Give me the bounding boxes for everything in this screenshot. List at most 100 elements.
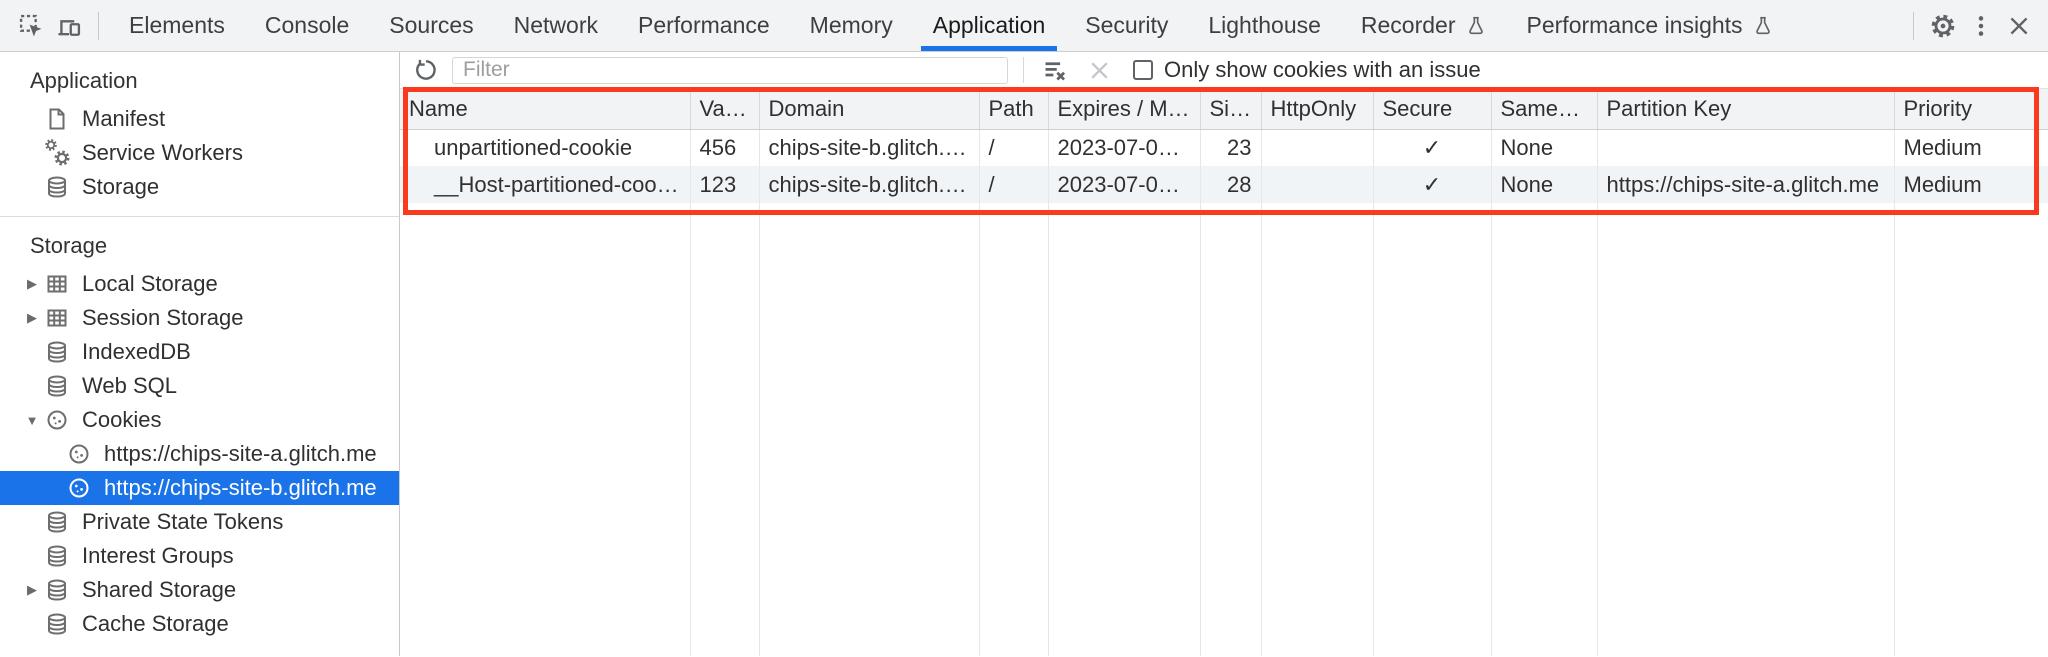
sidebar-item-cookies-chips-site-a[interactable]: https://chips-site-a.glitch.me <box>0 437 399 471</box>
sidebar-item-manifest[interactable]: Manifest <box>0 102 399 136</box>
table-icon <box>44 271 70 297</box>
tab-performance[interactable]: Performance <box>638 12 770 38</box>
panel-tabs: Elements Console Sources Network Perform… <box>109 0 1794 51</box>
cell-expires[interactable]: 2023-07-07… <box>1048 129 1201 166</box>
sidebar-item-cookies[interactable]: ▼ Cookies <box>0 403 399 437</box>
divider <box>1023 57 1024 83</box>
only-issue-checkbox[interactable] <box>1133 60 1153 80</box>
sidebar-item-session-storage[interactable]: ▶ Session Storage <box>0 301 399 335</box>
cookie-icon <box>66 441 92 467</box>
tab-console[interactable]: Console <box>264 12 350 38</box>
database-icon <box>44 174 70 200</box>
gears-icon <box>44 139 70 166</box>
tab-sources[interactable]: Sources <box>389 12 474 38</box>
cell-domain[interactable]: chips-site-b.glitch.me <box>759 129 980 166</box>
sidebar-item-web-sql[interactable]: Web SQL <box>0 369 399 403</box>
chevron-right-icon[interactable]: ▶ <box>27 310 37 325</box>
tab-application[interactable]: Application <box>913 0 1066 51</box>
cell-name[interactable]: unpartitioned-cookie <box>400 129 691 166</box>
clear-all-cookies-icon[interactable] <box>1039 55 1069 85</box>
cell-priority[interactable]: Medium <box>1903 134 1982 160</box>
devtools-tabbar: Elements Console Sources Network Perform… <box>0 0 2048 52</box>
col-priority[interactable]: Priority <box>1894 89 2048 130</box>
col-samesite[interactable]: SameSite <box>1491 89 1598 130</box>
cookie-row-unpartitioned[interactable]: unpartitioned-cookie 456 chips-site-b.gl… <box>400 129 2048 166</box>
cell-httponly[interactable] <box>1261 129 1374 166</box>
cell-path[interactable]: / <box>979 129 1049 166</box>
col-expires[interactable]: Expires / M… <box>1048 89 1201 130</box>
cell-samesite[interactable]: None <box>1491 129 1598 166</box>
sidebar-item-storage[interactable]: Storage <box>0 170 399 204</box>
tab-elements[interactable]: Elements <box>129 12 225 38</box>
file-icon <box>44 106 70 132</box>
cell-value[interactable]: 123 <box>690 166 760 203</box>
cell-secure-checkmark[interactable]: ✓ <box>1373 166 1492 203</box>
section-title-application: Application <box>30 68 138 93</box>
cell-partition-key[interactable]: https://chips-site-a.glitch.me <box>1597 166 1895 203</box>
cell-expires[interactable]: 2023-07-07… <box>1048 166 1201 203</box>
sidebar-item-indexeddb[interactable]: IndexedDB <box>0 335 399 369</box>
col-partition-key[interactable]: Partition Key <box>1597 89 1895 130</box>
section-title-storage: Storage <box>30 233 108 258</box>
tab-network[interactable]: Network <box>513 12 598 38</box>
filter-input[interactable] <box>452 56 1008 84</box>
sidebar-item-service-workers[interactable]: Service Workers <box>0 136 399 170</box>
sidebar-item-cache-storage[interactable]: Cache Storage <box>0 607 399 641</box>
col-secure[interactable]: Secure <box>1373 89 1492 130</box>
cell-priority[interactable]: Medium <box>1894 166 2048 203</box>
database-icon <box>44 509 70 535</box>
application-panel: Application Manifest <box>0 52 2048 656</box>
refresh-icon[interactable] <box>408 52 444 88</box>
cell-value[interactable]: 456 <box>690 129 760 166</box>
delete-selected-icon[interactable] <box>1085 56 1113 84</box>
tabbar-right-controls <box>1903 7 2048 45</box>
cell-secure-checkmark[interactable]: ✓ <box>1373 129 1492 166</box>
header-row: Name Value Domain Path Expires / M… Size… <box>400 89 2048 130</box>
tab-memory[interactable]: Memory <box>809 12 893 38</box>
toggle-device-toolbar-icon[interactable] <box>50 7 88 45</box>
cell-httponly[interactable] <box>1261 166 1374 203</box>
col-size[interactable]: Size <box>1200 89 1262 130</box>
divider <box>0 216 399 217</box>
cell-samesite[interactable]: None <box>1491 166 1598 203</box>
cell-size[interactable]: 28 <box>1200 166 1262 203</box>
cell-partition-key[interactable] <box>1597 129 1895 166</box>
sidebar-item-shared-storage[interactable]: ▶ Shared Storage <box>0 573 399 607</box>
database-icon <box>44 339 70 365</box>
cell-name[interactable]: __Host-partitioned-cookie <box>400 166 691 203</box>
col-value[interactable]: Value <box>690 89 760 130</box>
cookie-icon <box>66 475 92 501</box>
sidebar-item-interest-groups[interactable]: Interest Groups <box>0 539 399 573</box>
col-httponly[interactable]: HttpOnly <box>1261 89 1374 130</box>
inspect-element-icon[interactable] <box>12 7 50 45</box>
tab-security[interactable]: Security <box>1085 12 1169 38</box>
chevron-down-icon[interactable]: ▼ <box>25 412 39 428</box>
sidebar-item-local-storage[interactable]: ▶ Local Storage <box>0 267 399 301</box>
settings-gear-icon[interactable] <box>1924 7 1962 45</box>
col-domain[interactable]: Domain <box>759 89 980 130</box>
chevron-right-icon[interactable]: ▶ <box>27 582 37 597</box>
experiment-flask-icon <box>1465 15 1487 37</box>
col-path[interactable]: Path <box>979 89 1049 130</box>
close-devtools-icon[interactable] <box>2000 7 2038 45</box>
database-icon <box>44 543 70 569</box>
experiment-flask-icon <box>1752 15 1774 37</box>
cell-domain[interactable]: chips-site-b.glitch.me <box>759 166 980 203</box>
cookie-table: Name Value Domain Path Expires / M… Size… <box>400 89 2048 656</box>
tab-performance-insights[interactable]: Performance insights <box>1507 0 1794 51</box>
kebab-menu-icon[interactable] <box>1962 7 2000 45</box>
cookie-row-host-partitioned[interactable]: __Host-partitioned-cookie 123 chips-site… <box>400 166 2048 203</box>
cookie-icon <box>44 407 70 433</box>
tab-recorder[interactable]: Recorder <box>1341 0 1507 51</box>
sidebar-item-private-state-tokens[interactable]: Private State Tokens <box>0 505 399 539</box>
cell-path[interactable]: / <box>979 166 1049 203</box>
cell-size[interactable]: 23 <box>1200 129 1262 166</box>
sidebar-item-cookies-chips-site-b[interactable]: https://chips-site-b.glitch.me <box>0 471 399 505</box>
cookie-data-grid: Name Value Domain Path Expires / M… Size… <box>400 89 2048 656</box>
chevron-right-icon[interactable]: ▶ <box>27 276 37 291</box>
col-name[interactable]: Name <box>400 89 691 130</box>
only-issue-label[interactable]: Only show cookies with an issue <box>1164 57 1481 82</box>
tab-lighthouse[interactable]: Lighthouse <box>1208 12 1321 38</box>
empty-grid-area <box>400 203 2048 656</box>
database-icon <box>44 577 70 603</box>
